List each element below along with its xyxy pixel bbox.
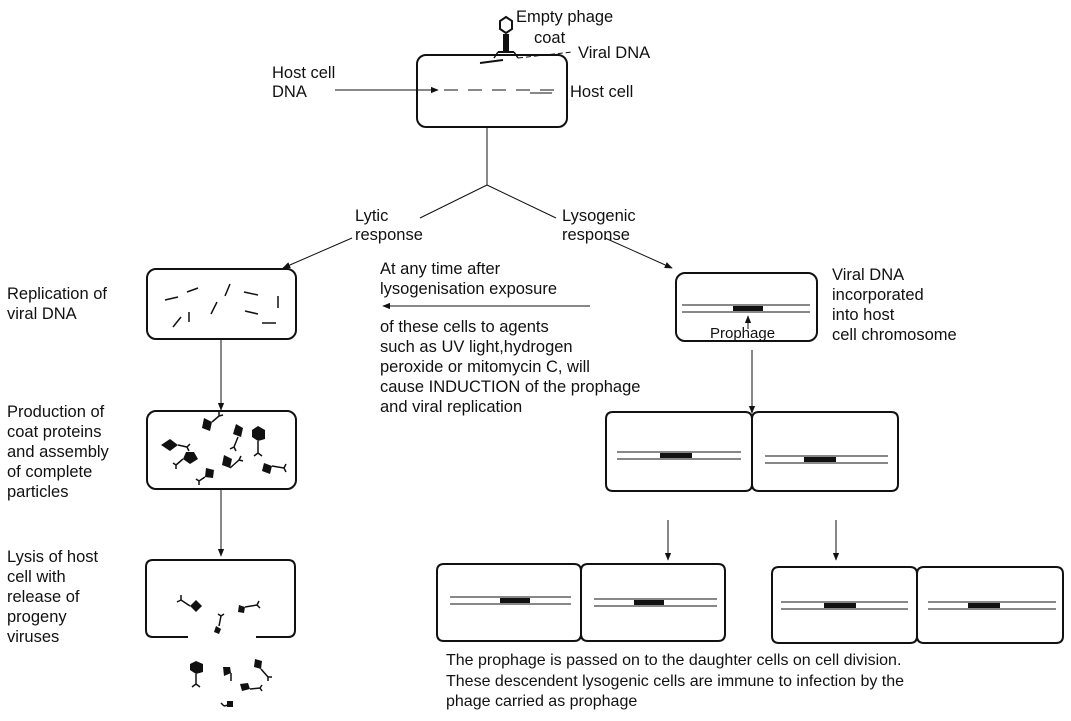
induction-text-line2: lysogenisation exposure [380,280,558,298]
incorporated-label-line1: Viral DNA [832,266,905,284]
empty-phage-coat-label-line2: coat [534,29,566,47]
daughter-cells-left [436,563,726,642]
production-label-line3: and assembly [7,443,109,461]
lytic-response-label-line1: Lytic [355,207,389,225]
caption-line1: The prophage is passed on to the daughte… [446,652,902,669]
empty-phage-coat-icon [493,15,519,59]
host-cell-dna-label-line1: Host cell [272,64,336,82]
lysogenic-arrow [604,237,673,269]
viral-dna-strand [479,59,504,64]
lysogenic-response-label-line2: response [562,226,630,244]
viral-dna-pointer [517,51,573,59]
induction-text-line1: At any time after [380,260,501,278]
lytic-response-label-line2: response [355,226,423,244]
dividing-cell [605,411,899,492]
production-label-line5: particles [7,483,69,501]
host-cell-dna-label-line2: DNA [272,83,307,101]
induction-text-line6: cause INDUCTION of the prophage [380,378,641,396]
incorporated-label-line2: incorporated [832,286,924,304]
lysis-label-line1: Lysis of host [7,548,99,566]
production-label-line2: coat proteins [7,423,102,441]
incorporated-label-line3: into host [832,306,895,324]
lysogenic-response-label-line1: Lysogenic [562,207,636,225]
lytic-arrow [282,237,353,269]
caption-line3: phage carried as prophage [446,693,638,710]
viral-dna-label: Viral DNA [578,44,651,62]
infected-host-cell [416,54,568,128]
prophage-label: Prophage [710,325,776,342]
empty-phage-coat-label-line1: Empty phage [516,8,614,26]
lysed-cell [145,559,296,707]
induction-text-line7: and viral replication [380,398,523,416]
incorporated-label-line4: cell chromosome [832,326,957,344]
lysis-label-line2: cell with [7,568,66,586]
lysis-label-line4: progeny [7,608,67,626]
production-label-line4: of complete [7,463,93,481]
induction-text-line4: such as UV light,hydrogen [380,338,573,356]
caption-line2: These descendent lysogenic cells are imm… [446,673,905,690]
daughter-cells-right [771,566,1064,644]
branch-lines [419,127,557,219]
replication-label-line2: viral DNA [7,305,77,323]
lysis-label-line5: viruses [7,628,60,646]
replication-cell [146,268,297,340]
induction-text-line3: of these cells to agents [380,318,549,336]
production-label-line1: Production of [7,403,105,421]
lysis-label-line3: release of [7,588,80,606]
host-cell-label: Host cell [570,83,634,101]
prophage-cell [675,272,818,342]
induction-text-line5: peroxide or mitomycin C, will [380,358,590,376]
assembly-cell [146,410,297,490]
replication-label-line1: Replication of [7,285,107,303]
